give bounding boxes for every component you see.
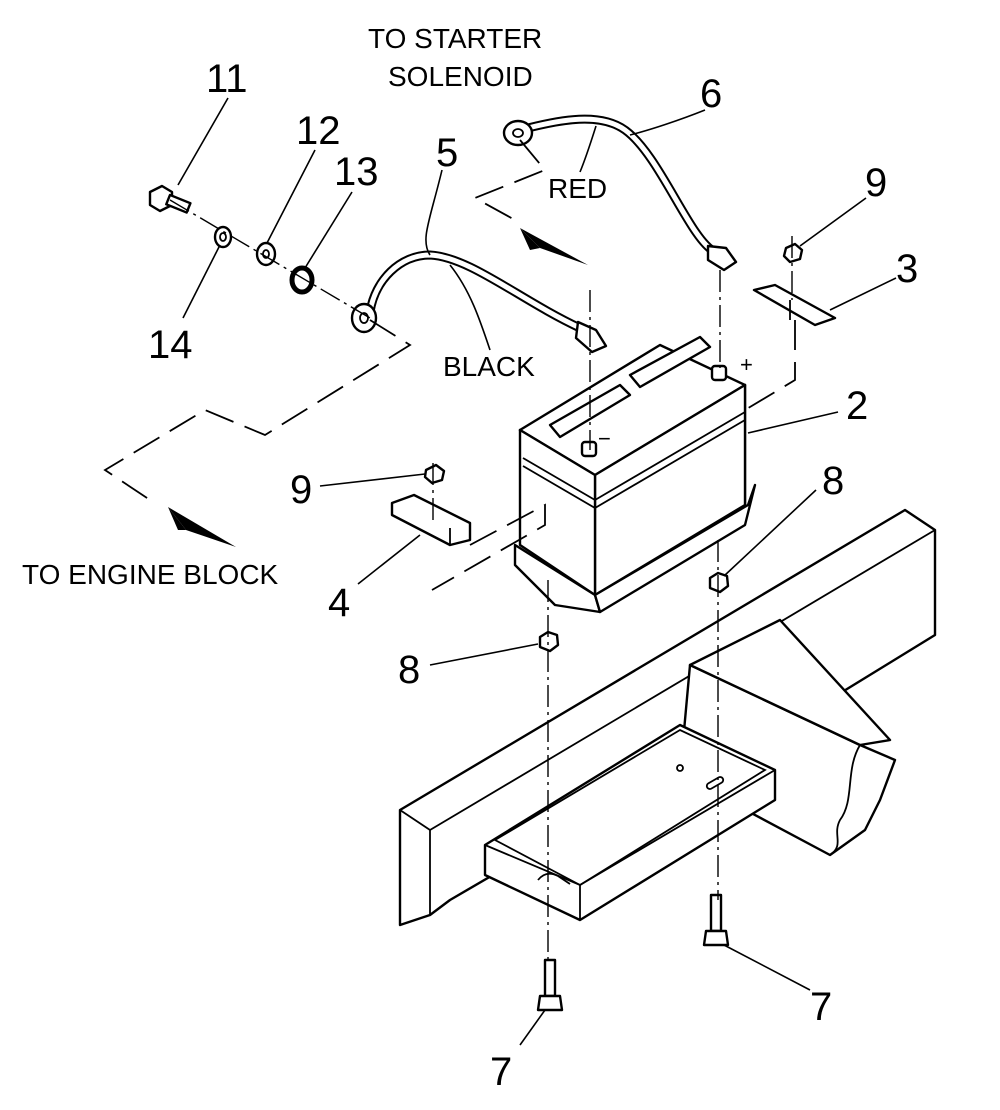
bolt-7-right bbox=[702, 893, 730, 947]
arrow-to-starter bbox=[520, 228, 588, 265]
arrow-to-engine-block bbox=[168, 507, 236, 547]
bolt-11 bbox=[148, 184, 192, 214]
hold-down-clamp-3 bbox=[752, 283, 837, 327]
dashed-route-starter bbox=[472, 139, 547, 221]
bolt-7-left bbox=[536, 958, 564, 1012]
callout-8-left: 8 bbox=[398, 648, 420, 692]
dashed-clamp-3 bbox=[744, 320, 796, 411]
dashed-clamp-4 bbox=[431, 503, 546, 591]
note-solenoid: SOLENOID bbox=[388, 61, 533, 92]
callout-11: 11 bbox=[206, 57, 248, 101]
callout-14: 14 bbox=[148, 323, 193, 367]
positive-terminal-sign: + bbox=[740, 352, 753, 377]
negative-terminal-sign: − bbox=[598, 426, 611, 451]
cable-5-black bbox=[350, 250, 608, 354]
callout-6: 6 bbox=[700, 72, 722, 116]
battery: + − bbox=[513, 335, 757, 614]
cable-6-red bbox=[502, 114, 738, 272]
nut-8-left bbox=[538, 630, 560, 653]
callout-3: 3 bbox=[896, 247, 918, 291]
washer-14 bbox=[213, 225, 233, 249]
nut-9-lower bbox=[423, 463, 446, 485]
callout-8-right: 8 bbox=[822, 459, 844, 503]
callout-7-right: 7 bbox=[810, 985, 832, 1029]
callout-5: 5 bbox=[436, 131, 458, 175]
callout-7-left: 7 bbox=[490, 1050, 512, 1094]
negative-terminal-post bbox=[580, 440, 598, 458]
note-red: RED bbox=[548, 173, 607, 204]
callout-9-upper: 9 bbox=[865, 161, 887, 205]
nut-9-upper bbox=[782, 242, 804, 264]
leader-lines bbox=[177, 97, 897, 1046]
center-lines bbox=[169, 199, 793, 962]
note-to-engine-block: TO ENGINE BLOCK bbox=[22, 559, 279, 590]
callout-4: 4 bbox=[328, 581, 350, 625]
hold-down-clamp-4 bbox=[390, 493, 472, 547]
note-black: BLACK bbox=[443, 351, 535, 382]
callout-2: 2 bbox=[846, 384, 868, 428]
washer-12 bbox=[255, 241, 277, 267]
note-to-starter: TO STARTER bbox=[368, 23, 542, 54]
nut-13 bbox=[289, 265, 315, 295]
callout-9-lower: 9 bbox=[290, 468, 312, 512]
nut-8-right bbox=[708, 571, 730, 594]
callout-12: 12 bbox=[296, 109, 341, 153]
callout-13: 13 bbox=[334, 150, 379, 194]
battery-tray bbox=[483, 723, 777, 922]
positive-terminal-post bbox=[710, 364, 728, 382]
